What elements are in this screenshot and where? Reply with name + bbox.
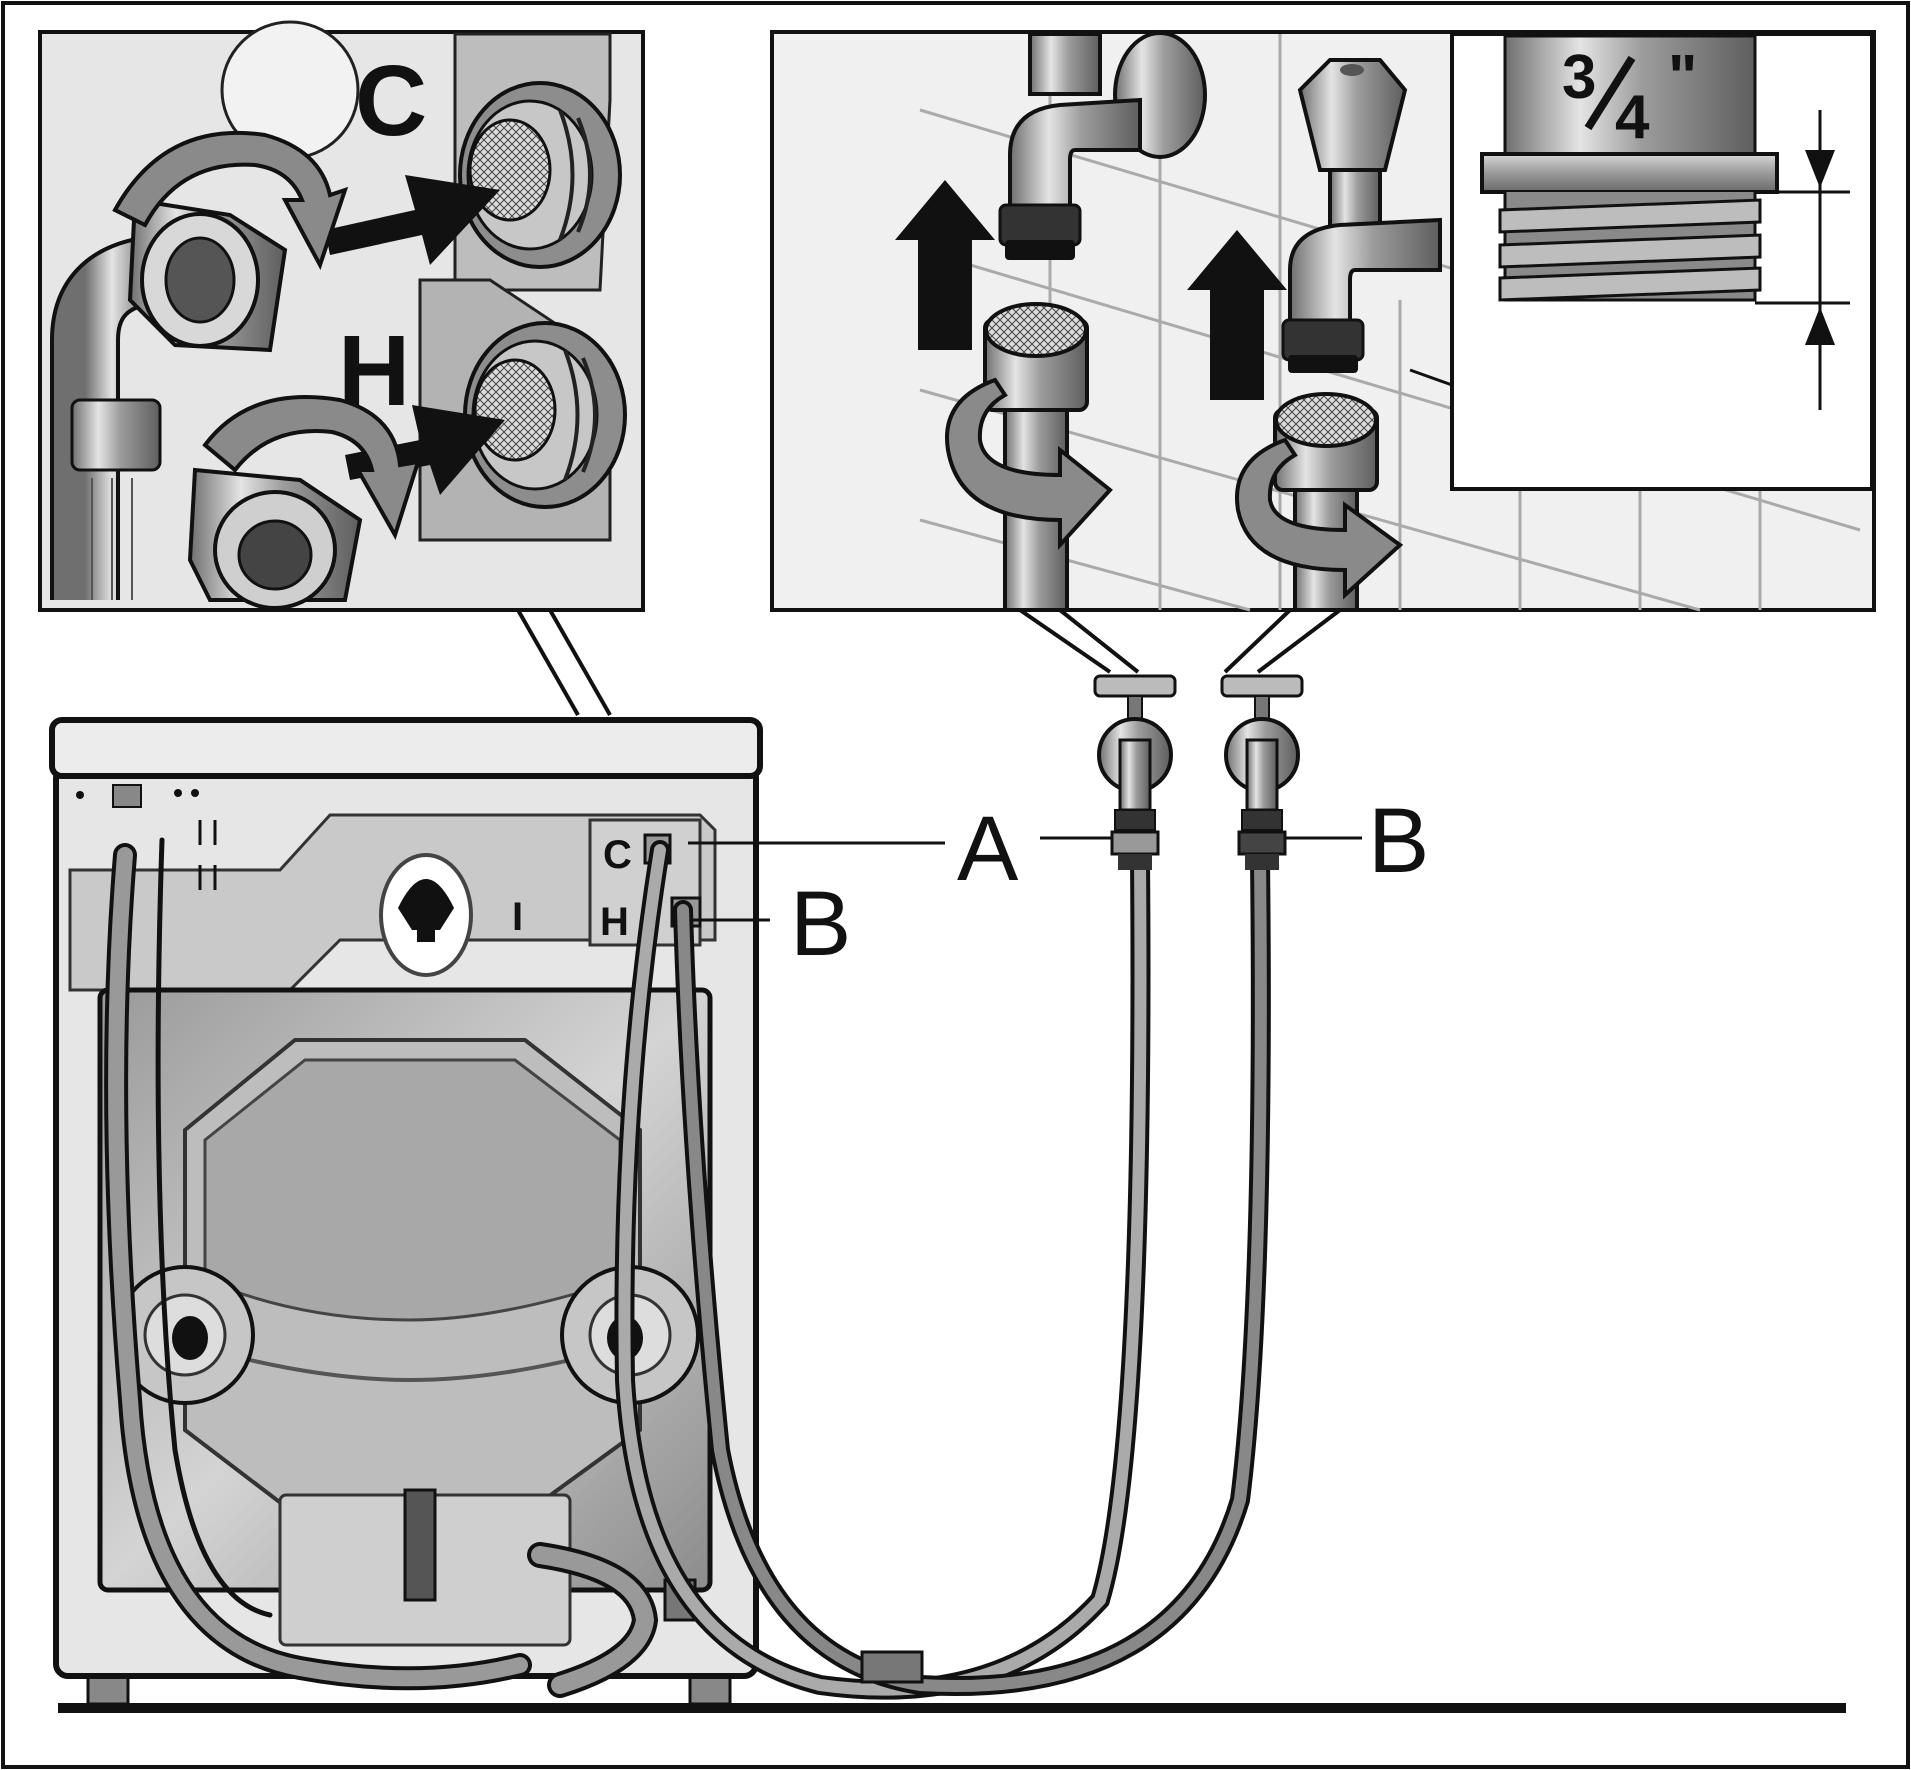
callout-b-left: B [790, 873, 851, 975]
cold-push-arrow [325, 175, 500, 265]
callout-a: A [957, 798, 1019, 900]
thread-size-whole: 3 [1562, 43, 1596, 112]
inlet-inset: C H [38, 20, 645, 612]
panel-cold-label: C [603, 833, 632, 877]
tap-b [1220, 674, 1304, 870]
inset-pointers [516, 608, 1342, 716]
cold-inlet-letter: C [355, 45, 427, 157]
left-rotate-arrow [945, 377, 1113, 551]
tap-inset [770, 30, 1876, 612]
cold-rotate-arrow [112, 130, 349, 271]
thread-detail: 3 4 " [1409, 32, 1874, 491]
hot-hose-nut [187, 467, 363, 610]
callout-leaders [688, 836, 1362, 922]
washing-machine: I C H [49, 717, 763, 1706]
hot-inlet-thread [463, 321, 627, 509]
left-tap [998, 31, 1207, 260]
panel-hot-label: H [600, 900, 629, 944]
callout-b-right: B [1368, 790, 1429, 892]
left-up-arrow [895, 180, 995, 350]
thread-size-unit: " [1668, 43, 1697, 112]
hot-rotate-arrow [202, 395, 421, 540]
cold-hose-elbow [49, 197, 288, 600]
thread-size-denominator: 4 [1615, 83, 1650, 152]
right-tap [1281, 58, 1442, 373]
cold-inlet-thread [458, 81, 622, 269]
panel-marker: I [512, 895, 523, 939]
tap-a [1093, 674, 1177, 870]
right-rotate-arrow [1235, 437, 1404, 600]
right-up-arrow [1187, 230, 1287, 400]
hoses [104, 837, 1271, 1700]
thread-size-slash [1584, 55, 1636, 131]
